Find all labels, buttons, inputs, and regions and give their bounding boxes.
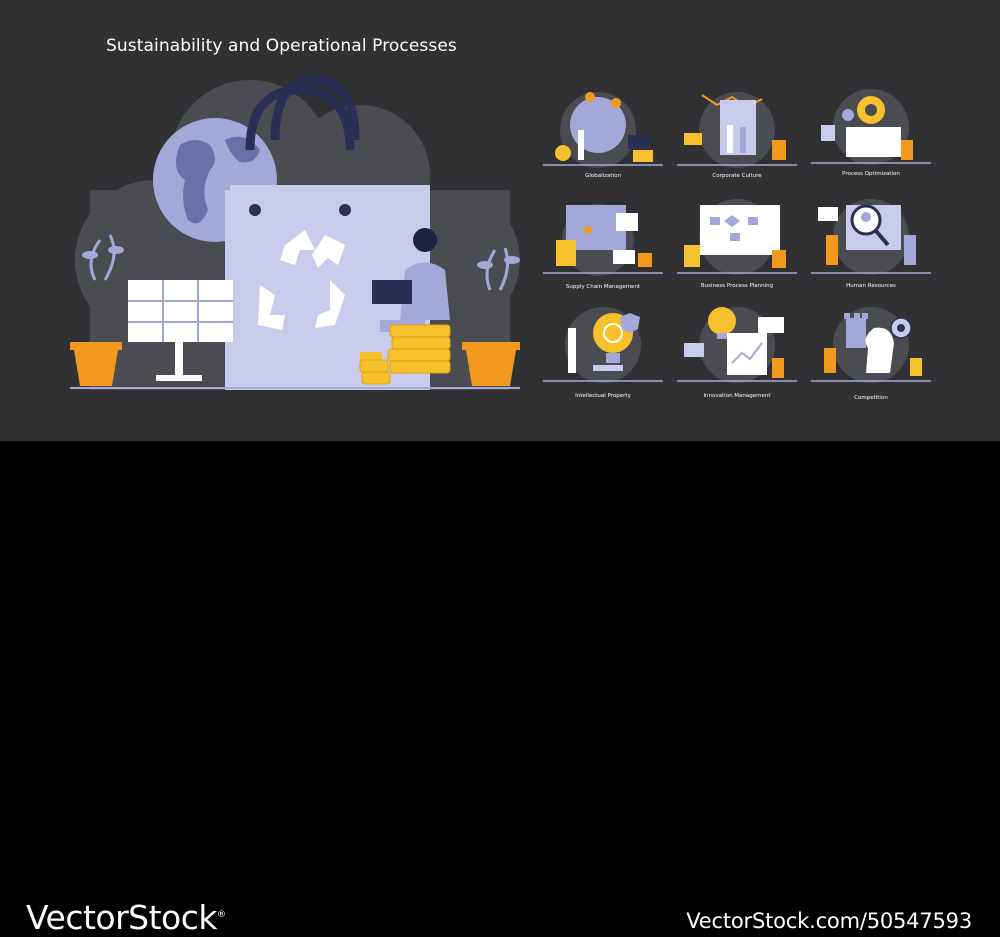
panel-caption: Process Optimization	[842, 171, 900, 177]
map-truck-illustration	[543, 204, 663, 276]
panel-caption: Intellectual Property	[575, 393, 631, 399]
registered-mark: ®	[217, 910, 226, 920]
gear-monitor-illustration	[811, 89, 931, 165]
recycle-icon	[258, 230, 345, 330]
plant-pot-icon	[462, 247, 520, 386]
panel-business-process-planning: Business Process Planning	[672, 195, 802, 305]
panel-caption: Human Resources	[846, 283, 896, 289]
panel-caption: Supply Chain Management	[565, 284, 641, 290]
lightbulb-chart-illustration	[677, 307, 797, 383]
panel-competition: Competition	[806, 303, 936, 413]
page-title: Sustainability and Operational Processes	[106, 36, 457, 56]
illustration-canvas: Sustainability and Operational Processes	[0, 0, 1000, 441]
brand-logo: VectorStock®	[26, 898, 226, 937]
solar-panel-icon	[128, 280, 233, 381]
team-celebration-illustration	[677, 92, 797, 168]
plant-pot-icon	[70, 234, 124, 386]
panel-intellectual-property: Intellectual Property	[538, 303, 668, 413]
panel-caption: Corporate Culture	[712, 173, 762, 179]
panel-caption: Business Process Planning	[700, 283, 774, 289]
brand-url: VectorStock.com/50547593	[686, 909, 972, 933]
globe-people-illustration	[543, 92, 663, 168]
lightbulb-copyright-illustration	[543, 307, 663, 383]
panel-supply-chain-management: Supply Chain Management	[538, 195, 668, 305]
coin-stack-icon	[359, 324, 451, 385]
panel-human-resources: Human Resources	[806, 195, 936, 305]
panel-caption: Innovation Management	[703, 393, 771, 399]
panel-process-optimization: Process Optimization	[806, 85, 936, 195]
panel-globalization: Globalization	[538, 85, 668, 195]
brand-name: VectorStock	[26, 898, 218, 937]
panel-caption: Competition	[854, 395, 888, 401]
hero-illustration	[70, 75, 520, 390]
flowchart-monitor-illustration	[677, 199, 797, 275]
watermark-footer: VectorStock® VectorStock.com/50547593	[0, 441, 1000, 937]
panel-innovation-management: Innovation Management	[672, 303, 802, 413]
panel-corporate-culture: Corporate Culture	[672, 85, 802, 195]
magnifier-profile-illustration	[811, 199, 931, 275]
chess-target-illustration	[811, 307, 931, 383]
panel-caption: Globalization	[585, 173, 621, 179]
